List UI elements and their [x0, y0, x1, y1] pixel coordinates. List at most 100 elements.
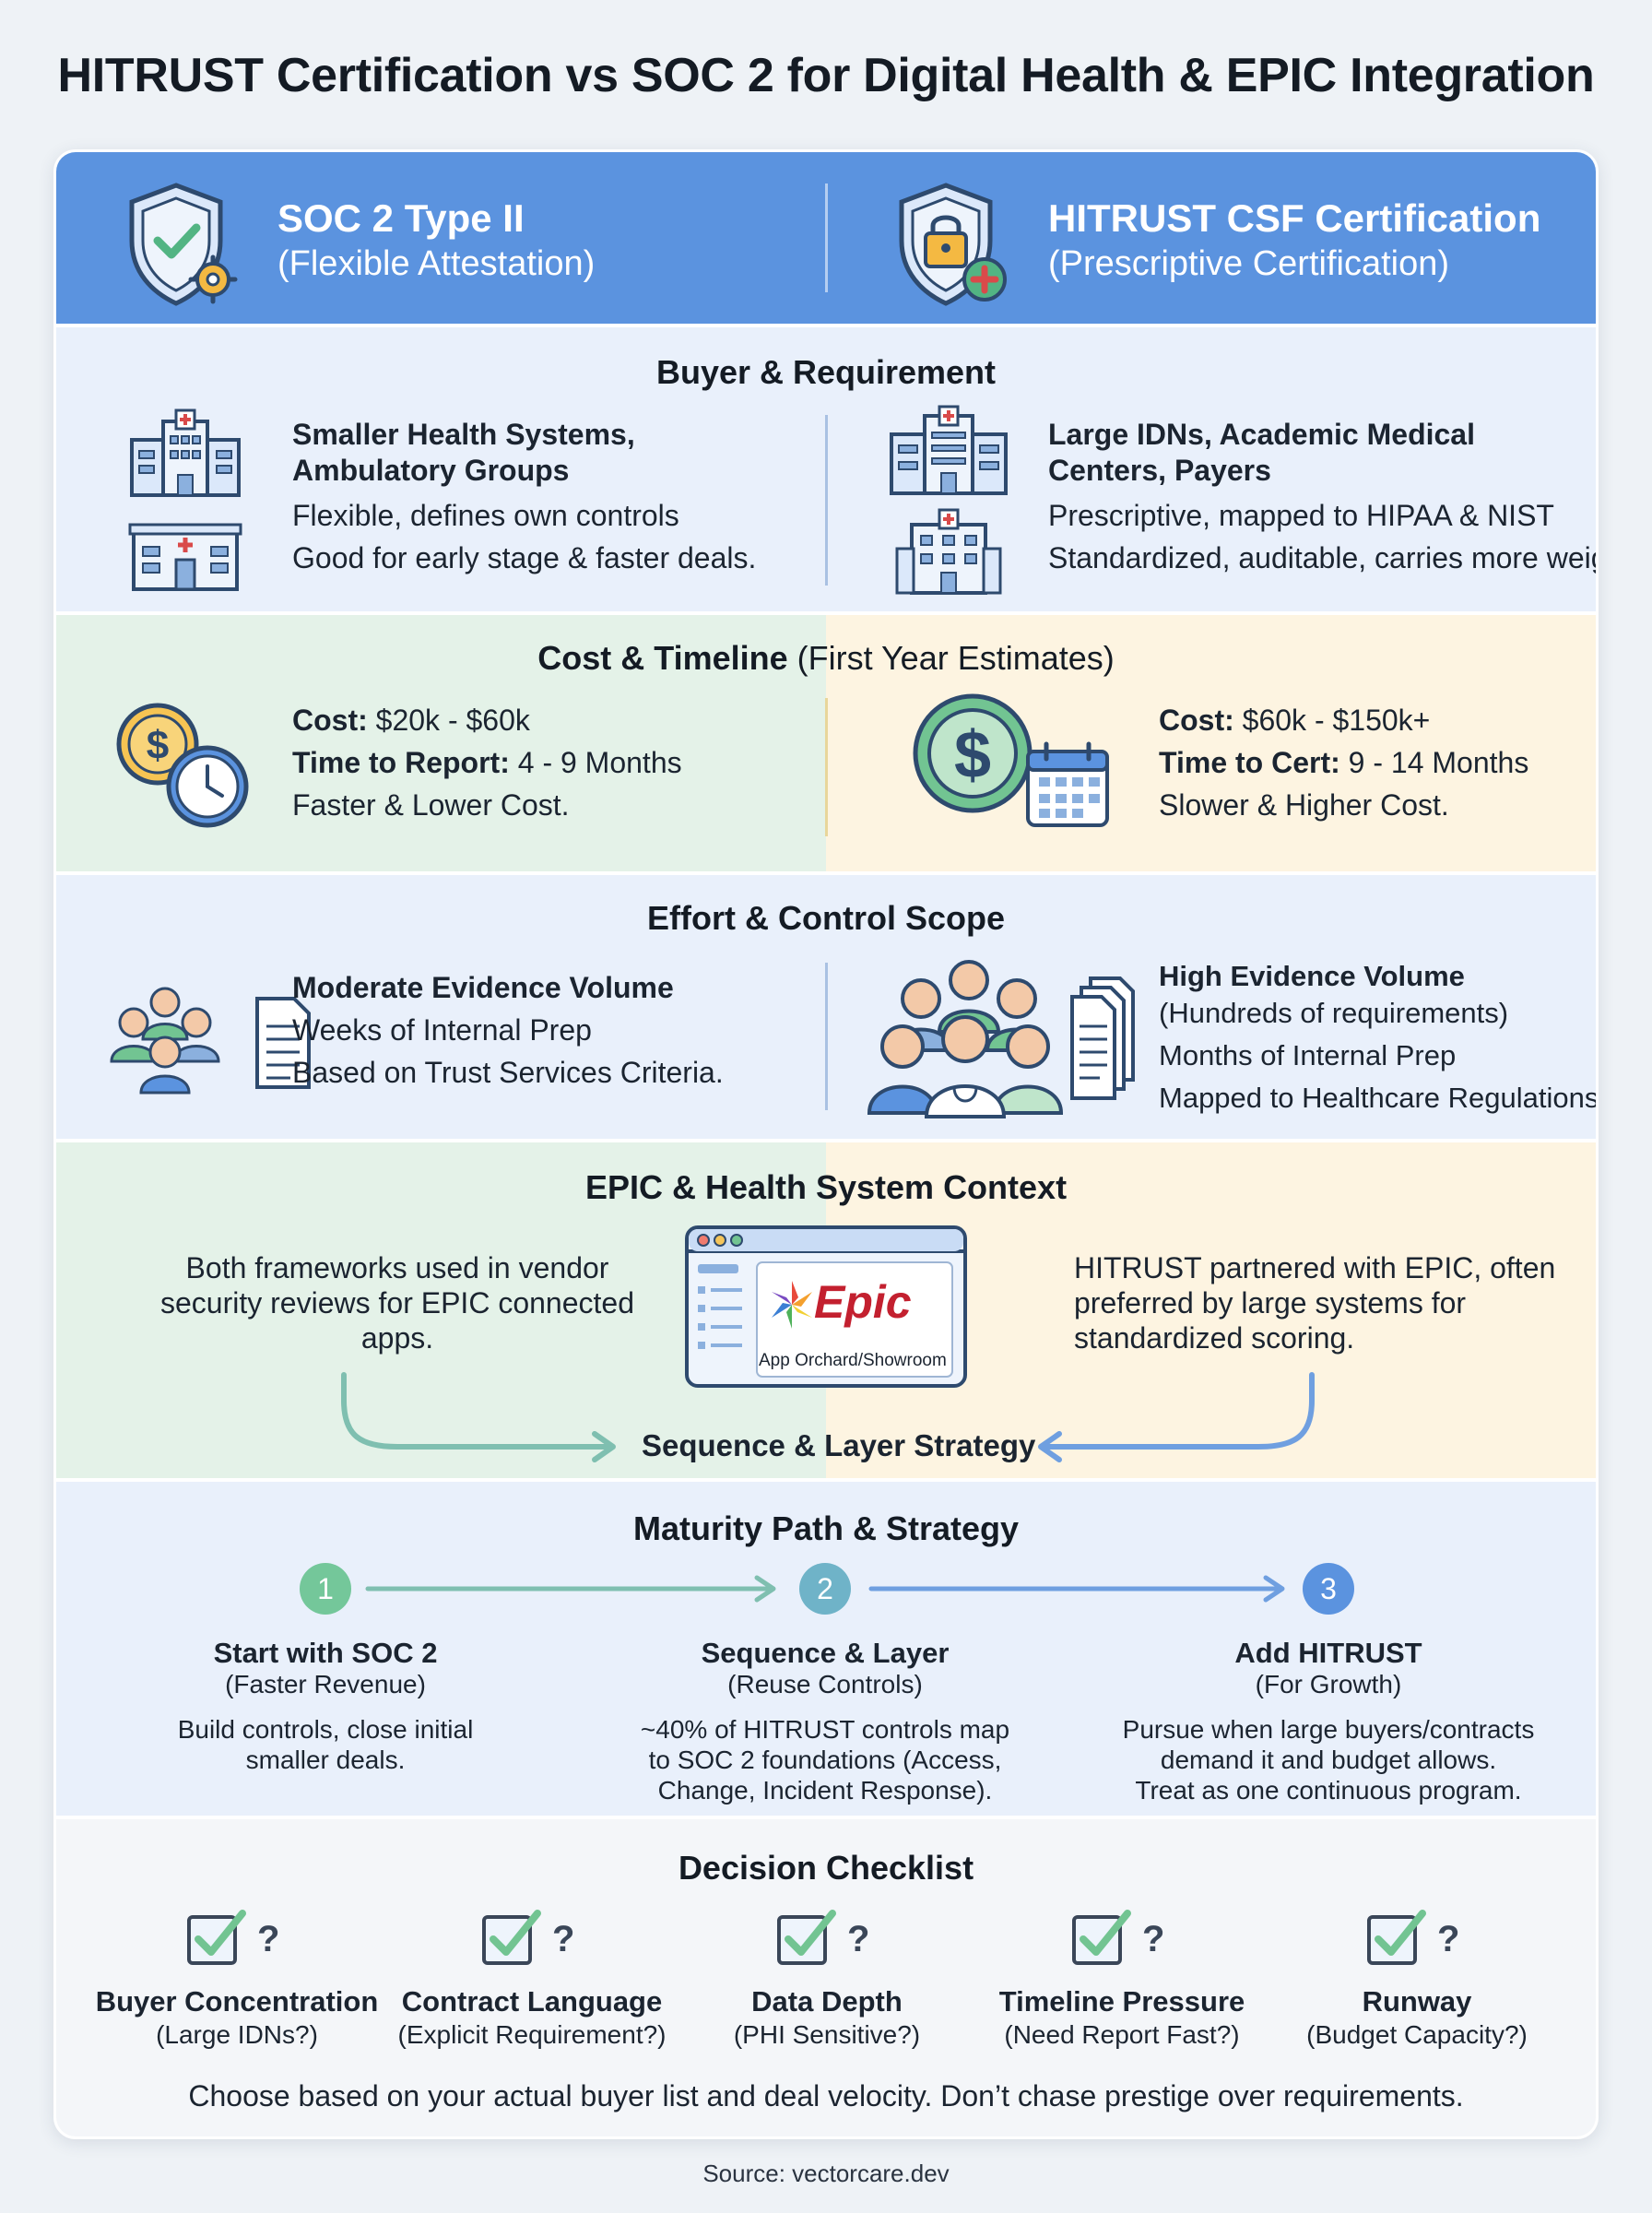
checklist-item-subtitle: (PHI Sensitive?)	[733, 2020, 921, 2049]
soc2-title: SOC 2 Type II	[277, 196, 525, 240]
checklist-item-title: Runway	[1362, 1985, 1472, 2018]
checkbox-checked-icon	[1072, 1910, 1131, 1965]
cost-left-time: Time to Report: 4 - 9 Months	[292, 746, 682, 780]
svg-text:$: $	[954, 718, 991, 792]
checklist-item-title: Data Depth	[751, 1985, 903, 2018]
cost-title-main: Cost & Timeline	[537, 639, 788, 677]
step-1-desc-1: Build controls, close initial	[177, 1715, 474, 1744]
checklist-item-subtitle: (Large IDNs?)	[156, 2020, 318, 2049]
cost-left-time-value: 4 - 9 Months	[517, 746, 682, 779]
epic-right-line-3: standardized scoring.	[1074, 1321, 1355, 1355]
buyer-right-heading-2: Centers, Payers	[1048, 454, 1271, 487]
checkbox-checked-icon	[777, 1910, 836, 1965]
step-3-number: 3	[1303, 1563, 1354, 1615]
cost-divider	[825, 698, 828, 836]
cost-right-time-label: Time to Cert:	[1159, 746, 1340, 779]
cost-right-time: Time to Cert: 9 - 14 Months	[1159, 746, 1528, 780]
page-title: HITRUST Certification vs SOC 2 for Digit…	[57, 49, 1595, 102]
large-team-documents-icon	[867, 960, 1135, 1118]
step-2-desc-3: Change, Incident Response).	[657, 1776, 993, 1805]
cost-left-time-label: Time to Report:	[292, 746, 510, 779]
checklist-item-title: Contract Language	[401, 1985, 663, 2018]
cost-right-cost-label: Cost:	[1159, 704, 1234, 737]
app-orchard-window-icon	[685, 1225, 967, 1388]
checklist-item-subtitle: (Explicit Requirement?)	[397, 2020, 667, 2049]
step-3-desc-3: Treat as one continuous program.	[1135, 1776, 1522, 1805]
checkbox-checked-icon	[1367, 1910, 1426, 1965]
question-mark: ?	[257, 1919, 280, 1959]
effort-divider	[825, 963, 828, 1110]
checklist-footer: Choose based on your actual buyer list a…	[188, 2079, 1464, 2112]
cost-right-note: Slower & Higher Cost.	[1159, 788, 1449, 822]
hitrust-title: HITRUST CSF Certification	[1048, 196, 1541, 240]
step-1-subtitle: (Faster Revenue)	[225, 1670, 426, 1698]
soc2-subtitle: (Flexible Attestation)	[277, 244, 596, 283]
epic-left-line-1: Both frameworks used in vendor	[185, 1251, 609, 1284]
question-mark: ?	[847, 1919, 870, 1959]
buyer-right-line-1: Prescriptive, mapped to HIPAA & NIST	[1048, 499, 1554, 532]
strategy-label: Sequence & Layer Strategy	[642, 1428, 1036, 1462]
strategy-arrows	[341, 1372, 1315, 1462]
buyer-divider	[825, 415, 828, 586]
epic-right-line-2: preferred by large systems for	[1074, 1286, 1467, 1320]
epic-left-line-3: apps.	[360, 1321, 434, 1355]
step-3-desc-2: demand it and budget allows.	[1160, 1746, 1497, 1774]
step-2-desc-1: ~40% of HITRUST controls map	[640, 1715, 1010, 1744]
checklist-item-title: Buyer Concentration	[95, 1985, 379, 2018]
coin-clock-icon: $	[116, 703, 249, 828]
step-2-subtitle: (Reuse Controls)	[727, 1670, 923, 1698]
cost-left-cost: Cost: $20k - $60k	[292, 704, 530, 738]
epic-right-line-1: HITRUST partnered with EPIC, often	[1074, 1251, 1556, 1284]
large-hospital-icon	[890, 405, 1008, 495]
cost-section-title: Cost & Timeline (First Year Estimates)	[56, 639, 1596, 678]
effort-section: Effort & Control Scope Moderate Evidence…	[56, 875, 1596, 1139]
checklist-item-subtitle: (Budget Capacity?)	[1306, 2020, 1528, 2049]
shield-check-gear-icon	[129, 183, 238, 306]
effort-right-line-0: (Hundreds of requirements)	[1159, 997, 1509, 1029]
step-2-desc-2: to SOC 2 foundations (Access,	[648, 1746, 1002, 1774]
maturity-section: Maturity Path & Strategy 1 Start with SO…	[56, 1482, 1596, 1816]
effort-left-heading: Moderate Evidence Volume	[292, 971, 674, 1004]
effort-left-line-2: Based on Trust Services Criteria.	[292, 1056, 724, 1089]
buyer-right-line-2: Standardized, auditable, carries more we…	[1048, 541, 1599, 574]
cost-section: Cost & Timeline (First Year Estimates) $…	[56, 615, 1596, 871]
buyer-left-line-1: Flexible, defines own controls	[292, 499, 679, 532]
question-mark: ?	[552, 1919, 575, 1959]
maturity-arrows	[365, 1575, 1285, 1603]
step-2-number: 2	[799, 1563, 851, 1615]
buyer-section-title: Buyer & Requirement	[655, 353, 997, 391]
buyer-left-heading-1: Smaller Health Systems,	[292, 418, 635, 451]
svg-text:$: $	[147, 723, 169, 768]
effort-right-line-2: Mapped to Healthcare Regulations.	[1159, 1082, 1599, 1114]
checkbox-checked-icon	[187, 1910, 246, 1965]
epic-caption: App Orchard/Showroom	[759, 1351, 947, 1370]
shield-lock-plus-icon	[899, 183, 1007, 306]
step-3-desc-1: Pursue when large buyers/contracts	[1122, 1715, 1535, 1744]
buyer-left-line-2: Good for early stage & faster deals.	[292, 541, 757, 574]
clinic-building-icon	[128, 523, 242, 591]
buyer-section: Buyer & Requirement Small	[56, 327, 1596, 611]
cost-left-cost-value: $20k - $60k	[375, 704, 530, 737]
epic-left-line-2: security reviews for EPIC connected	[160, 1286, 634, 1320]
checkbox-checked-icon	[482, 1910, 541, 1965]
cost-title-note: (First Year Estimates)	[796, 639, 1115, 677]
effort-right-heading: High Evidence Volume	[1159, 960, 1465, 992]
checklist-section-title: Decision Checklist	[678, 1849, 974, 1887]
cost-left-note: Faster & Lower Cost.	[292, 788, 570, 822]
maturity-section-title: Maturity Path & Strategy	[632, 1509, 1020, 1547]
hitrust-subtitle: (Prescriptive Certification)	[1048, 244, 1449, 283]
epic-logo-text: Epic	[814, 1276, 912, 1328]
buyer-left-heading-2: Ambulatory Groups	[292, 454, 570, 487]
step-1-title: Start with SOC 2	[213, 1637, 438, 1669]
medical-center-icon	[895, 508, 1002, 595]
buyer-right-heading-1: Large IDNs, Academic Medical	[1048, 418, 1475, 451]
effort-left-line-1: Weeks of Internal Prep	[292, 1013, 592, 1047]
step-3-subtitle: (For Growth)	[1255, 1670, 1402, 1698]
epic-section: EPIC & Health System Context Both framew…	[56, 1142, 1596, 1478]
step-1-number: 1	[300, 1563, 351, 1615]
effort-section-title: Effort & Control Scope	[647, 899, 1005, 937]
source-credit: Source: vectorcare.dev	[702, 2160, 950, 2187]
step-3-title: Add HITRUST	[1234, 1637, 1422, 1669]
step-2-title: Sequence & Layer	[701, 1637, 950, 1669]
question-mark: ?	[1437, 1919, 1460, 1959]
